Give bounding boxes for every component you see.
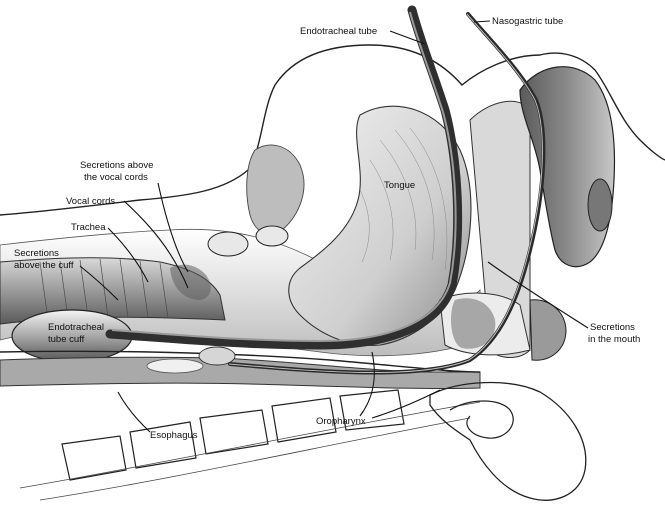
label-secretions-cuff-1: Secretions	[14, 248, 59, 259]
label-secretions-mouth-2: in the mouth	[588, 334, 640, 345]
label-secretions-vocal-1: Secretions above	[80, 160, 153, 171]
label-vocal-cords: Vocal cords	[66, 196, 115, 207]
label-et-cuff-2: tube cuff	[48, 334, 85, 345]
label-secretions-mouth-1: Secretions	[590, 322, 635, 333]
label-esophagus: Esophagus	[150, 430, 198, 441]
label-trachea: Trachea	[71, 222, 106, 233]
esophageal-lumen	[147, 359, 203, 373]
label-et-cuff-1: Endotracheal	[48, 322, 104, 333]
skull-base	[430, 383, 586, 501]
spine	[62, 390, 404, 480]
nostril	[588, 179, 612, 231]
lips	[530, 300, 566, 360]
label-endotracheal-tube: Endotracheal tube	[300, 26, 377, 37]
label-nasogastric-tube: Nasogastric tube	[492, 16, 563, 27]
label-secretions-cuff-2: above the cuff	[14, 260, 74, 271]
label-tongue: Tongue	[384, 180, 415, 191]
label-oropharynx: Oropharynx	[316, 416, 366, 427]
label-secretions-vocal-2: the vocal cords	[84, 172, 148, 183]
epiglottis-region	[247, 145, 304, 234]
leader-esophagus	[118, 392, 150, 432]
